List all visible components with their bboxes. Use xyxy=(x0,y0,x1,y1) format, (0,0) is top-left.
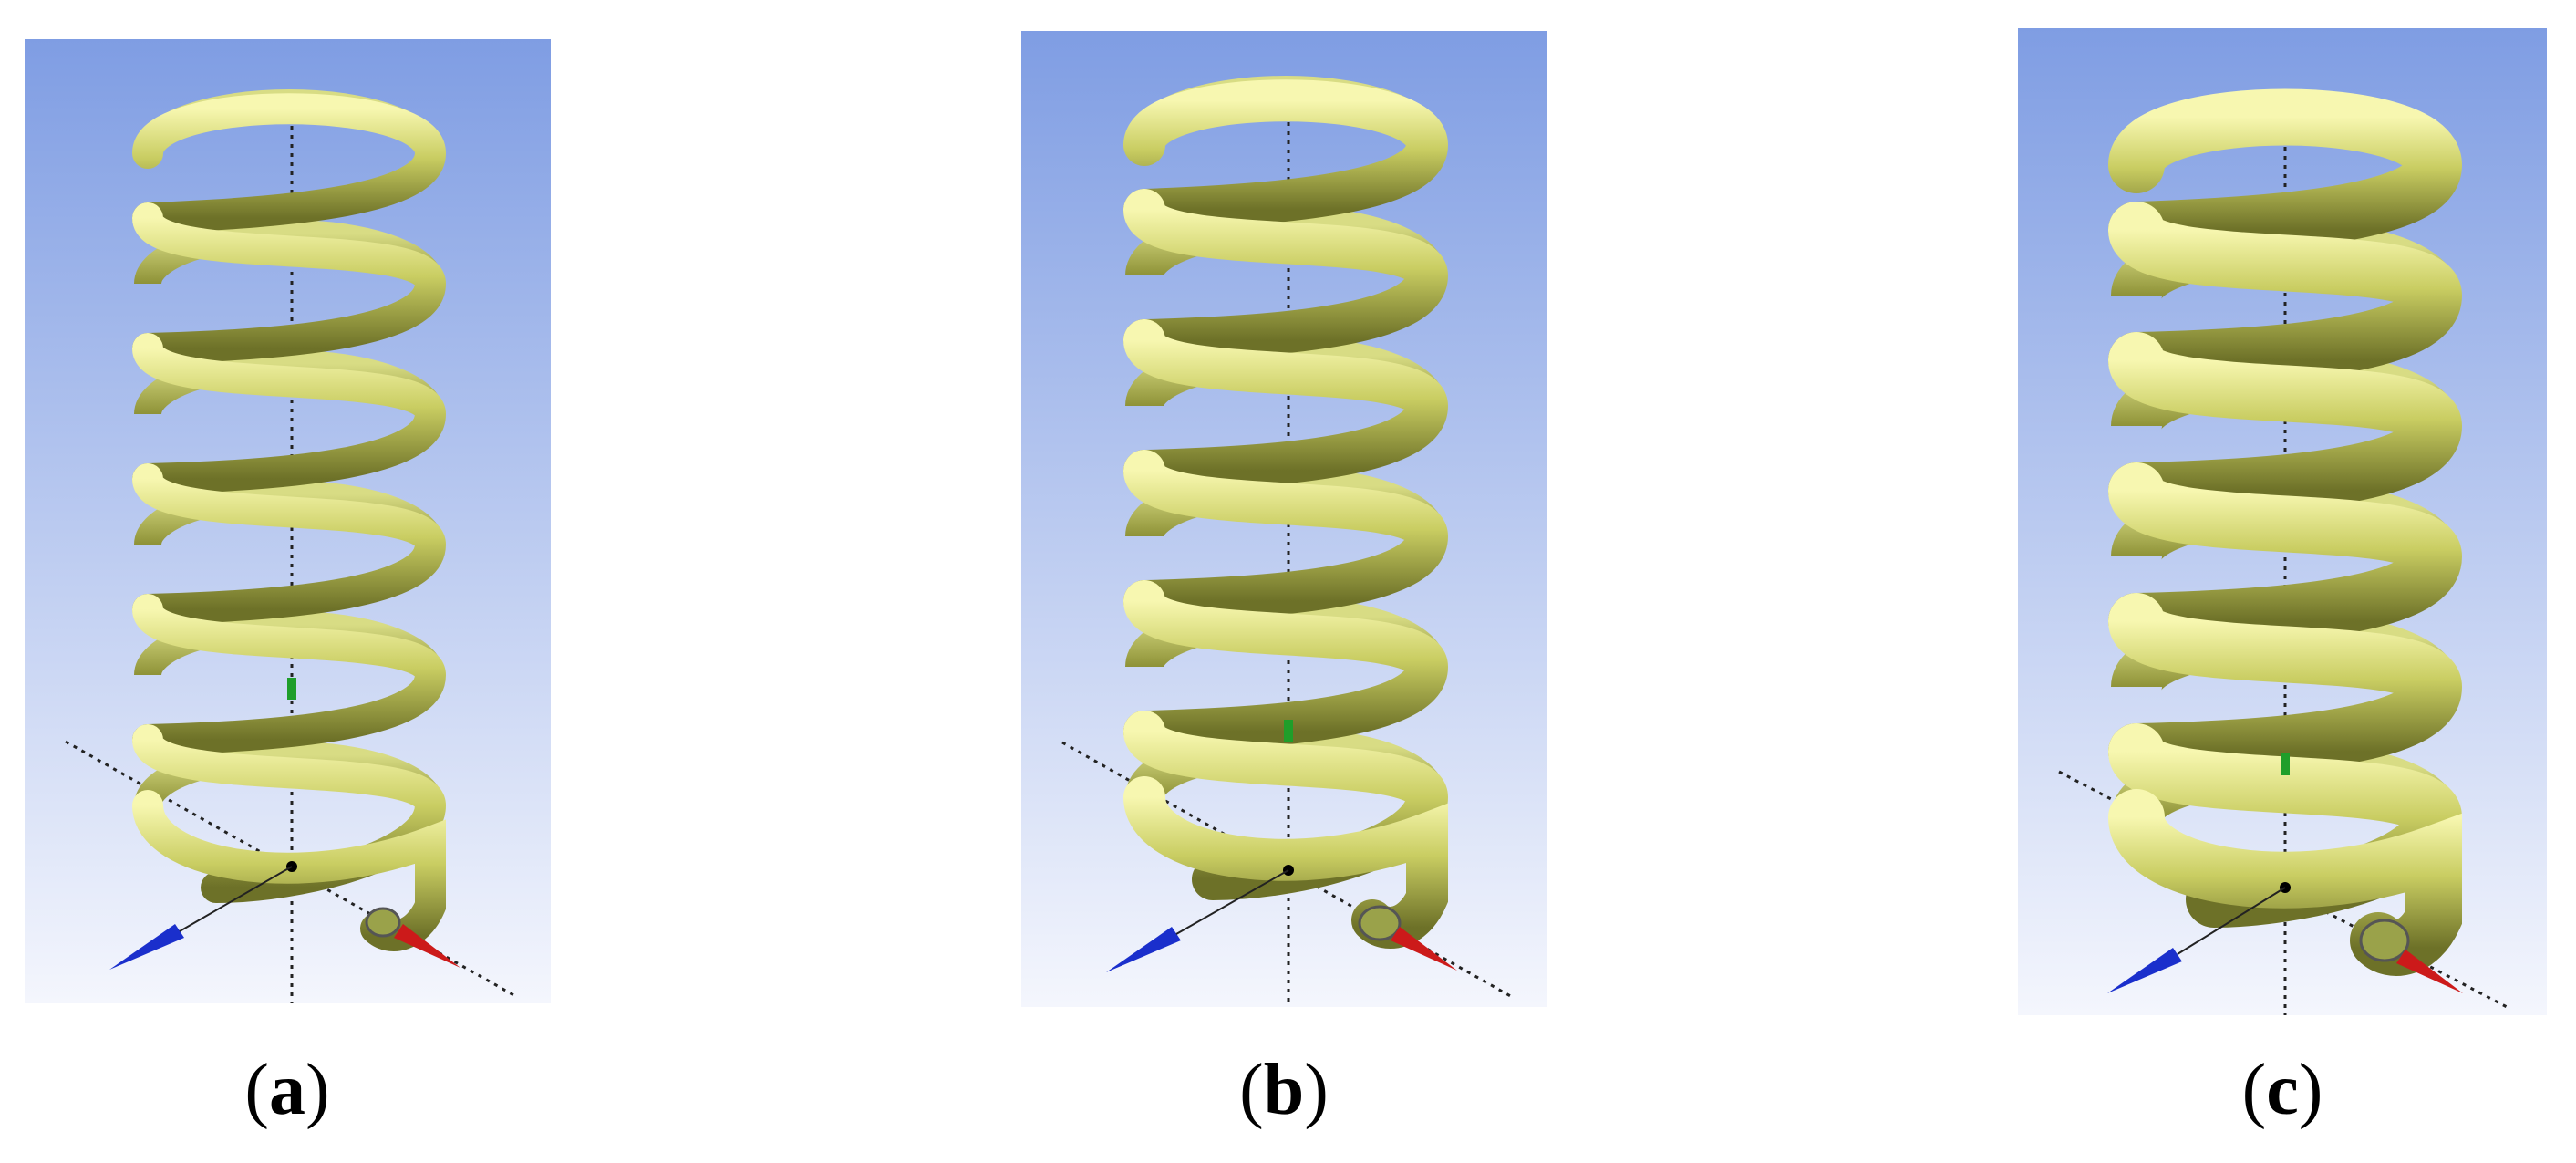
caption-c: (c) xyxy=(2146,1049,2419,1132)
spring-a-render xyxy=(25,39,551,1003)
panel-c-viewport xyxy=(2018,28,2547,1015)
caption-b-letter: b xyxy=(1263,1050,1305,1130)
spring-a-front-coils xyxy=(132,93,447,951)
caption-b-close: ) xyxy=(1304,1050,1329,1130)
z-axis-arrow xyxy=(2107,948,2182,993)
y-axis-marker xyxy=(1284,720,1293,742)
y-axis-marker xyxy=(287,678,296,700)
caption-c-letter: c xyxy=(2266,1050,2299,1130)
spring-b-render xyxy=(1021,31,1547,1007)
z-axis-line xyxy=(1175,869,1289,935)
x-axis-arrow xyxy=(1391,927,1457,971)
caption-a-open: ( xyxy=(244,1050,269,1130)
caption-a-close: ) xyxy=(305,1050,330,1130)
panel-b-viewport xyxy=(1021,31,1547,1007)
spring-end-cap xyxy=(1358,905,1402,941)
caption-b-open: ( xyxy=(1239,1050,1264,1130)
caption-c-close: ) xyxy=(2298,1050,2323,1130)
caption-b: (b) xyxy=(1147,1049,1421,1132)
caption-c-open: ( xyxy=(2241,1050,2267,1130)
diagonal-axis-line xyxy=(1061,741,1515,1000)
panel-a-viewport xyxy=(25,39,551,1003)
x-axis-arrow xyxy=(2396,950,2463,993)
z-axis-arrow xyxy=(109,924,184,970)
y-axis-marker xyxy=(2281,753,2290,775)
z-axis-line xyxy=(2177,887,2286,955)
x-axis-arrow xyxy=(394,924,460,968)
spring-end-cap xyxy=(2359,919,2410,962)
z-axis-line xyxy=(179,866,293,932)
caption-a-letter: a xyxy=(269,1050,305,1130)
spring-end-cap xyxy=(365,907,401,938)
spring-c-render xyxy=(2018,28,2547,1015)
caption-a: (a) xyxy=(150,1049,424,1132)
z-axis-arrow xyxy=(1106,927,1181,972)
